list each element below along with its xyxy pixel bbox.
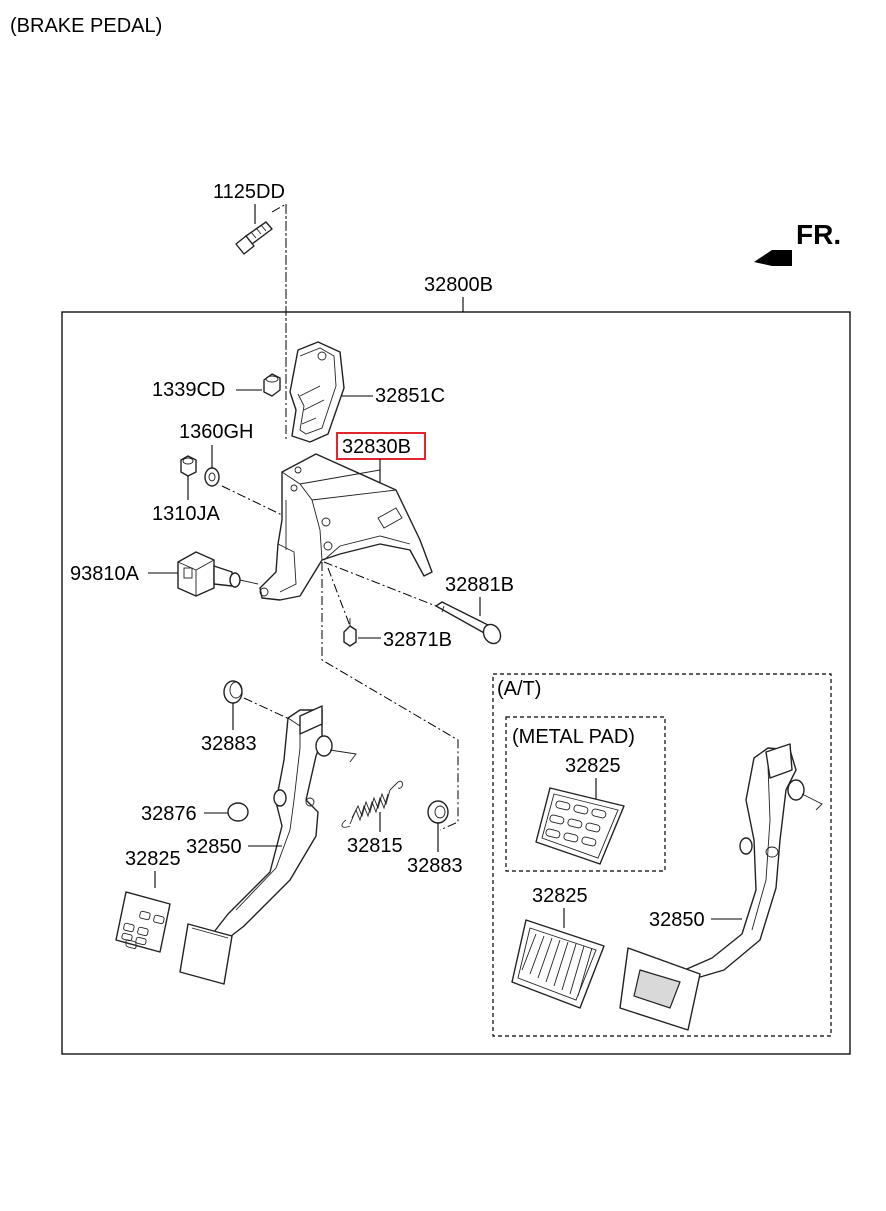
part-label-32825-at[interactable]: 32825 xyxy=(532,885,588,907)
part-label-1339CD[interactable]: 1339CD xyxy=(152,379,225,401)
return-spring-32815-icon[interactable] xyxy=(341,780,403,828)
bushing-32883-left-icon[interactable] xyxy=(223,680,243,704)
part-label-1125DD[interactable]: 1125DD xyxy=(213,181,285,203)
at-pedal-pad-32825-icon[interactable] xyxy=(511,919,605,1009)
front-direction-arrow-icon xyxy=(754,250,792,266)
part-label-32830B[interactable]: 32830B xyxy=(342,436,411,458)
stop-lamp-switch-93810A-icon[interactable] xyxy=(177,551,259,597)
part-label-32815[interactable]: 32815 xyxy=(347,835,403,857)
pedal-pad-32825-left-icon[interactable] xyxy=(115,891,171,953)
part-label-32871B[interactable]: 32871B xyxy=(383,629,452,651)
dash-line-1125DD xyxy=(271,203,287,395)
at-group-box xyxy=(492,673,832,1037)
brake-pedal-arm-32850-icon[interactable] xyxy=(179,705,357,985)
washer-1360GH-icon[interactable] xyxy=(204,467,220,487)
part-label-32800B[interactable]: 32800B xyxy=(424,274,493,296)
part-label-32850-at[interactable]: 32850 xyxy=(649,909,705,931)
metal-pad-group-box xyxy=(505,716,666,872)
part-label-1360GH[interactable]: 1360GH xyxy=(179,421,254,443)
nut-1339CD-icon[interactable] xyxy=(263,373,281,397)
part-label-1310JA[interactable]: 1310JA xyxy=(152,503,220,525)
part-label-32876[interactable]: 32876 xyxy=(141,803,197,825)
dash-line-lower xyxy=(321,562,459,831)
front-direction-indicator: FR. xyxy=(754,219,841,266)
bolt-32871B-icon[interactable] xyxy=(343,618,357,647)
part-label-32825-metal[interactable]: 32825 xyxy=(565,755,621,777)
bracket-32851C-icon[interactable] xyxy=(289,341,345,443)
highlight-box-32830B xyxy=(336,432,426,460)
nut-1310JA-icon[interactable] xyxy=(180,455,197,477)
pivot-pin-32881B-icon[interactable] xyxy=(435,601,504,647)
stopper-32876-icon[interactable] xyxy=(227,802,249,822)
metal-pad-group-label: (METAL PAD) xyxy=(512,726,635,748)
bushing-32883-right-icon[interactable] xyxy=(427,800,449,824)
at-brake-pedal-arm-32850-icon[interactable] xyxy=(619,743,823,1031)
part-label-32883-right[interactable]: 32883 xyxy=(407,855,463,877)
part-label-32825-left[interactable]: 32825 xyxy=(125,848,181,870)
metal-pedal-pad-32825-icon[interactable] xyxy=(535,787,625,865)
at-group-label: (A/T) xyxy=(497,678,541,700)
assembly-frame xyxy=(61,311,851,1055)
front-direction-label: FR. xyxy=(796,219,841,250)
part-label-32883-left[interactable]: 32883 xyxy=(201,733,257,755)
part-label-93810A[interactable]: 93810A xyxy=(70,563,140,585)
part-label-32851C[interactable]: 32851C xyxy=(375,385,445,407)
diagram-title: (BRAKE PEDAL) xyxy=(10,15,162,37)
pedal-bracket-32830B-icon[interactable] xyxy=(259,453,433,601)
part-label-32850-left[interactable]: 32850 xyxy=(186,836,242,858)
bolt-1125DD-icon[interactable] xyxy=(235,221,273,255)
part-label-32881B[interactable]: 32881B xyxy=(445,574,514,596)
